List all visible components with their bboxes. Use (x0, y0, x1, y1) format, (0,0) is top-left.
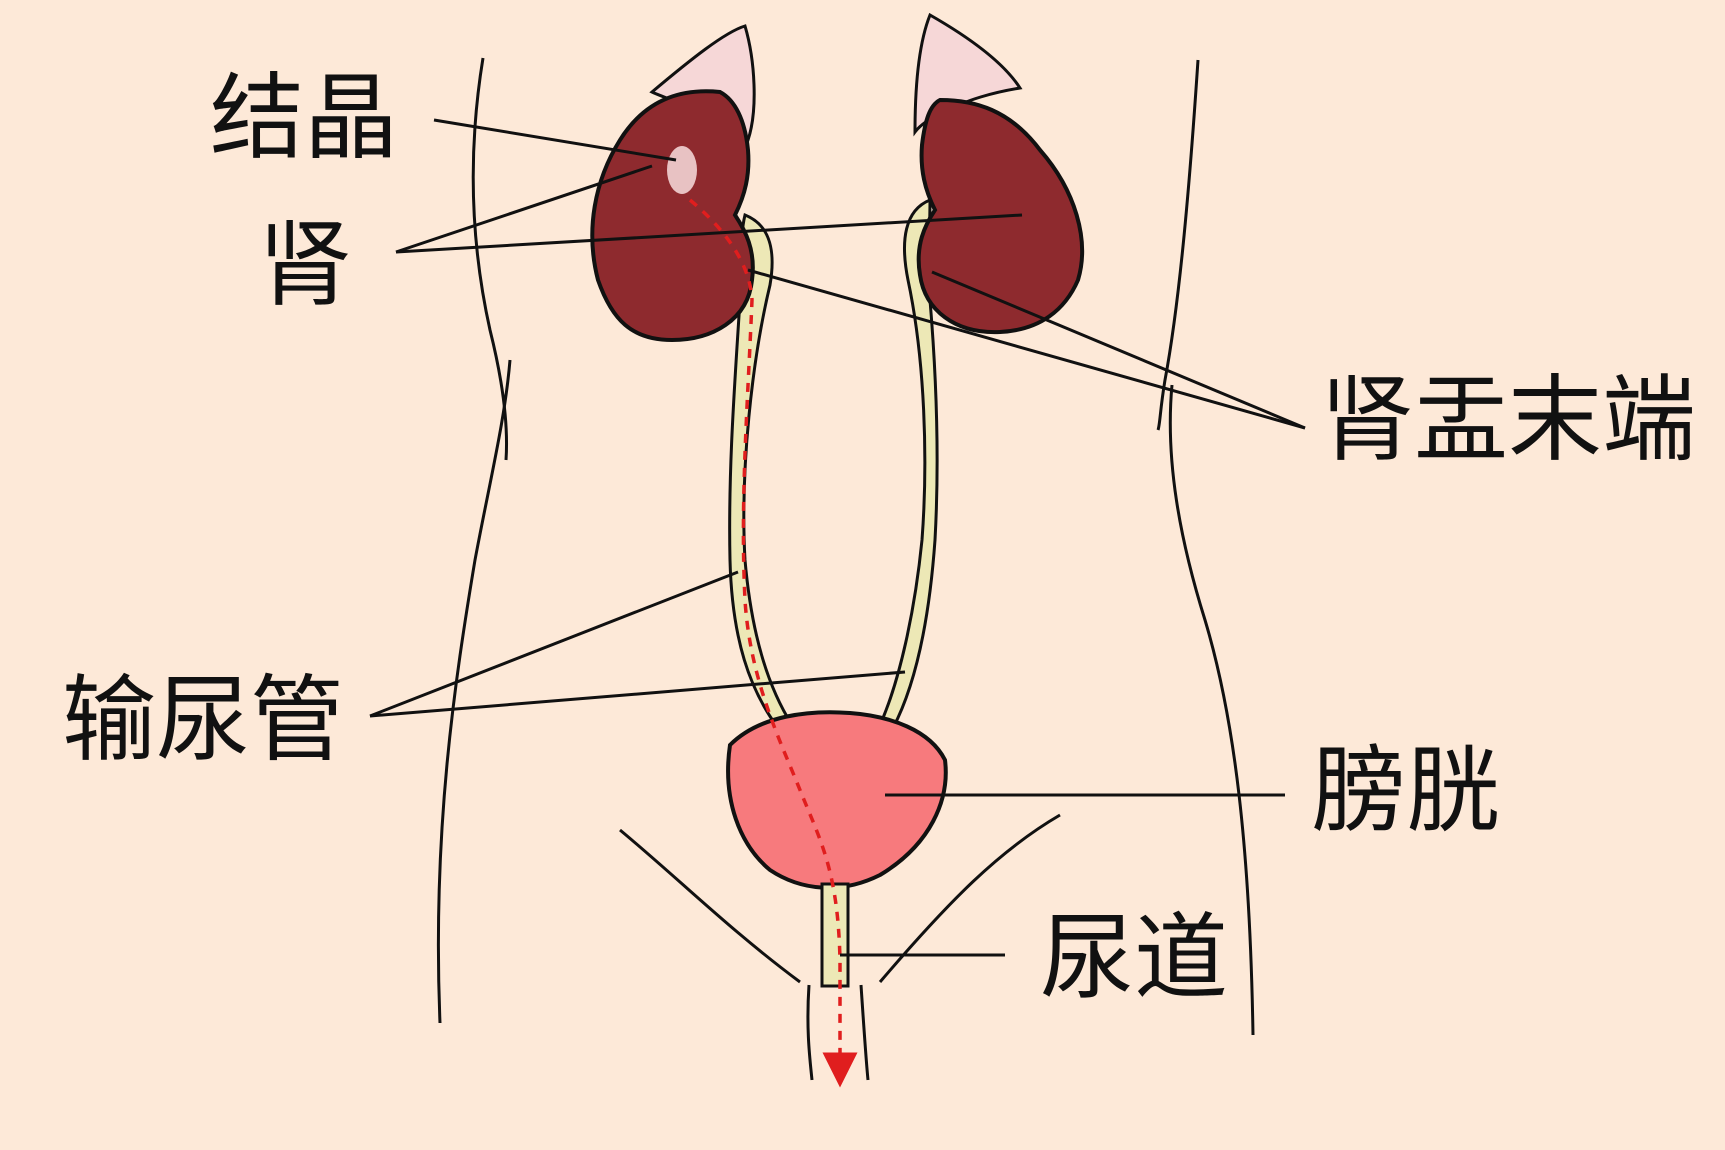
label-crystal: 结晶 (210, 64, 398, 173)
label-ureter: 输尿管 (62, 666, 344, 775)
body-outline (436, 57, 1255, 1081)
stone-path (688, 198, 858, 1088)
ureter-leader-right (369, 670, 906, 718)
kidney-leader-right (395, 213, 1023, 254)
ureter-leader-left (369, 570, 739, 718)
leader-lines (369, 118, 1306, 957)
renal-pelvis-leader-right (931, 270, 1306, 430)
bladder-organ (726, 710, 948, 890)
label-kidney: 肾 (258, 211, 352, 320)
label-urethra: 尿道 (1040, 904, 1228, 1013)
label-bladder: 膀胱 (1312, 737, 1500, 846)
renal-pelvis-leader-left (747, 268, 1306, 430)
kidney-leader-left (395, 164, 653, 254)
label-renal-pelvis-end: 肾盂末端 (1320, 366, 1696, 475)
crystal-leader (433, 118, 677, 162)
kidney-stone (667, 146, 697, 194)
urethra-tube (820, 882, 850, 988)
